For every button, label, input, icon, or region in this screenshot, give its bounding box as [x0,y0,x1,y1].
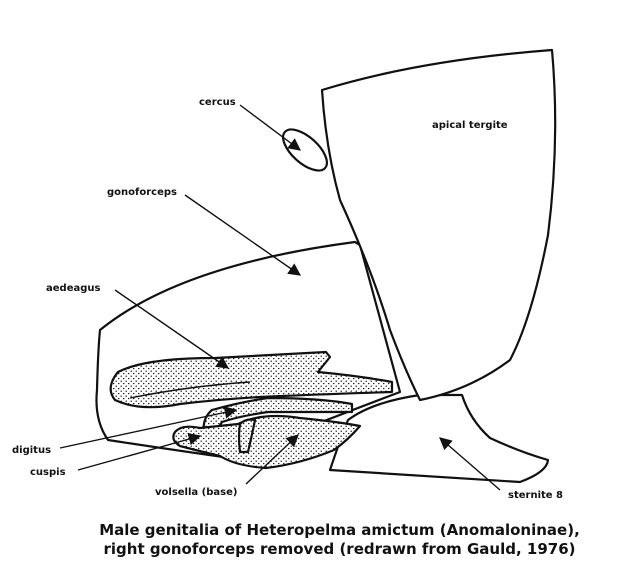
aedeagus-inner-line [129,381,251,399]
label-cuspis: cuspis [30,467,66,478]
apical-tergite-shape [320,48,557,402]
gonoforceps-leader [184,194,302,276]
aedeagus-shape [109,350,394,409]
digitus-leader [59,406,238,449]
label-digitus: digitus [12,445,51,456]
volsella-leader [245,434,299,485]
label-volsella-base: volsella (base) [155,487,237,498]
label-cercus: cercus [199,97,236,108]
label-apical-tergite: apical tergite [432,120,508,131]
cuspis-leader [77,432,202,471]
label-aedeagus: aedeagus [46,283,100,294]
caption-line-1: Male genitalia of Heteropelma amictum (A… [99,521,580,539]
sternite-8-leader [439,437,501,491]
caption-line-2: right gonoforceps removed (redrawn from … [103,540,576,558]
figure-caption: Male genitalia of Heteropelma amictum (A… [0,521,639,559]
cercus-leader [239,104,302,151]
label-sternite-8: sternite 8 [508,490,563,501]
digitus-shape [202,396,354,444]
cuspis-shape [237,418,257,454]
sternite-8-shape [328,393,550,484]
aedeagus-leader [114,289,230,369]
label-gonoforceps: gonoforceps [107,187,177,198]
